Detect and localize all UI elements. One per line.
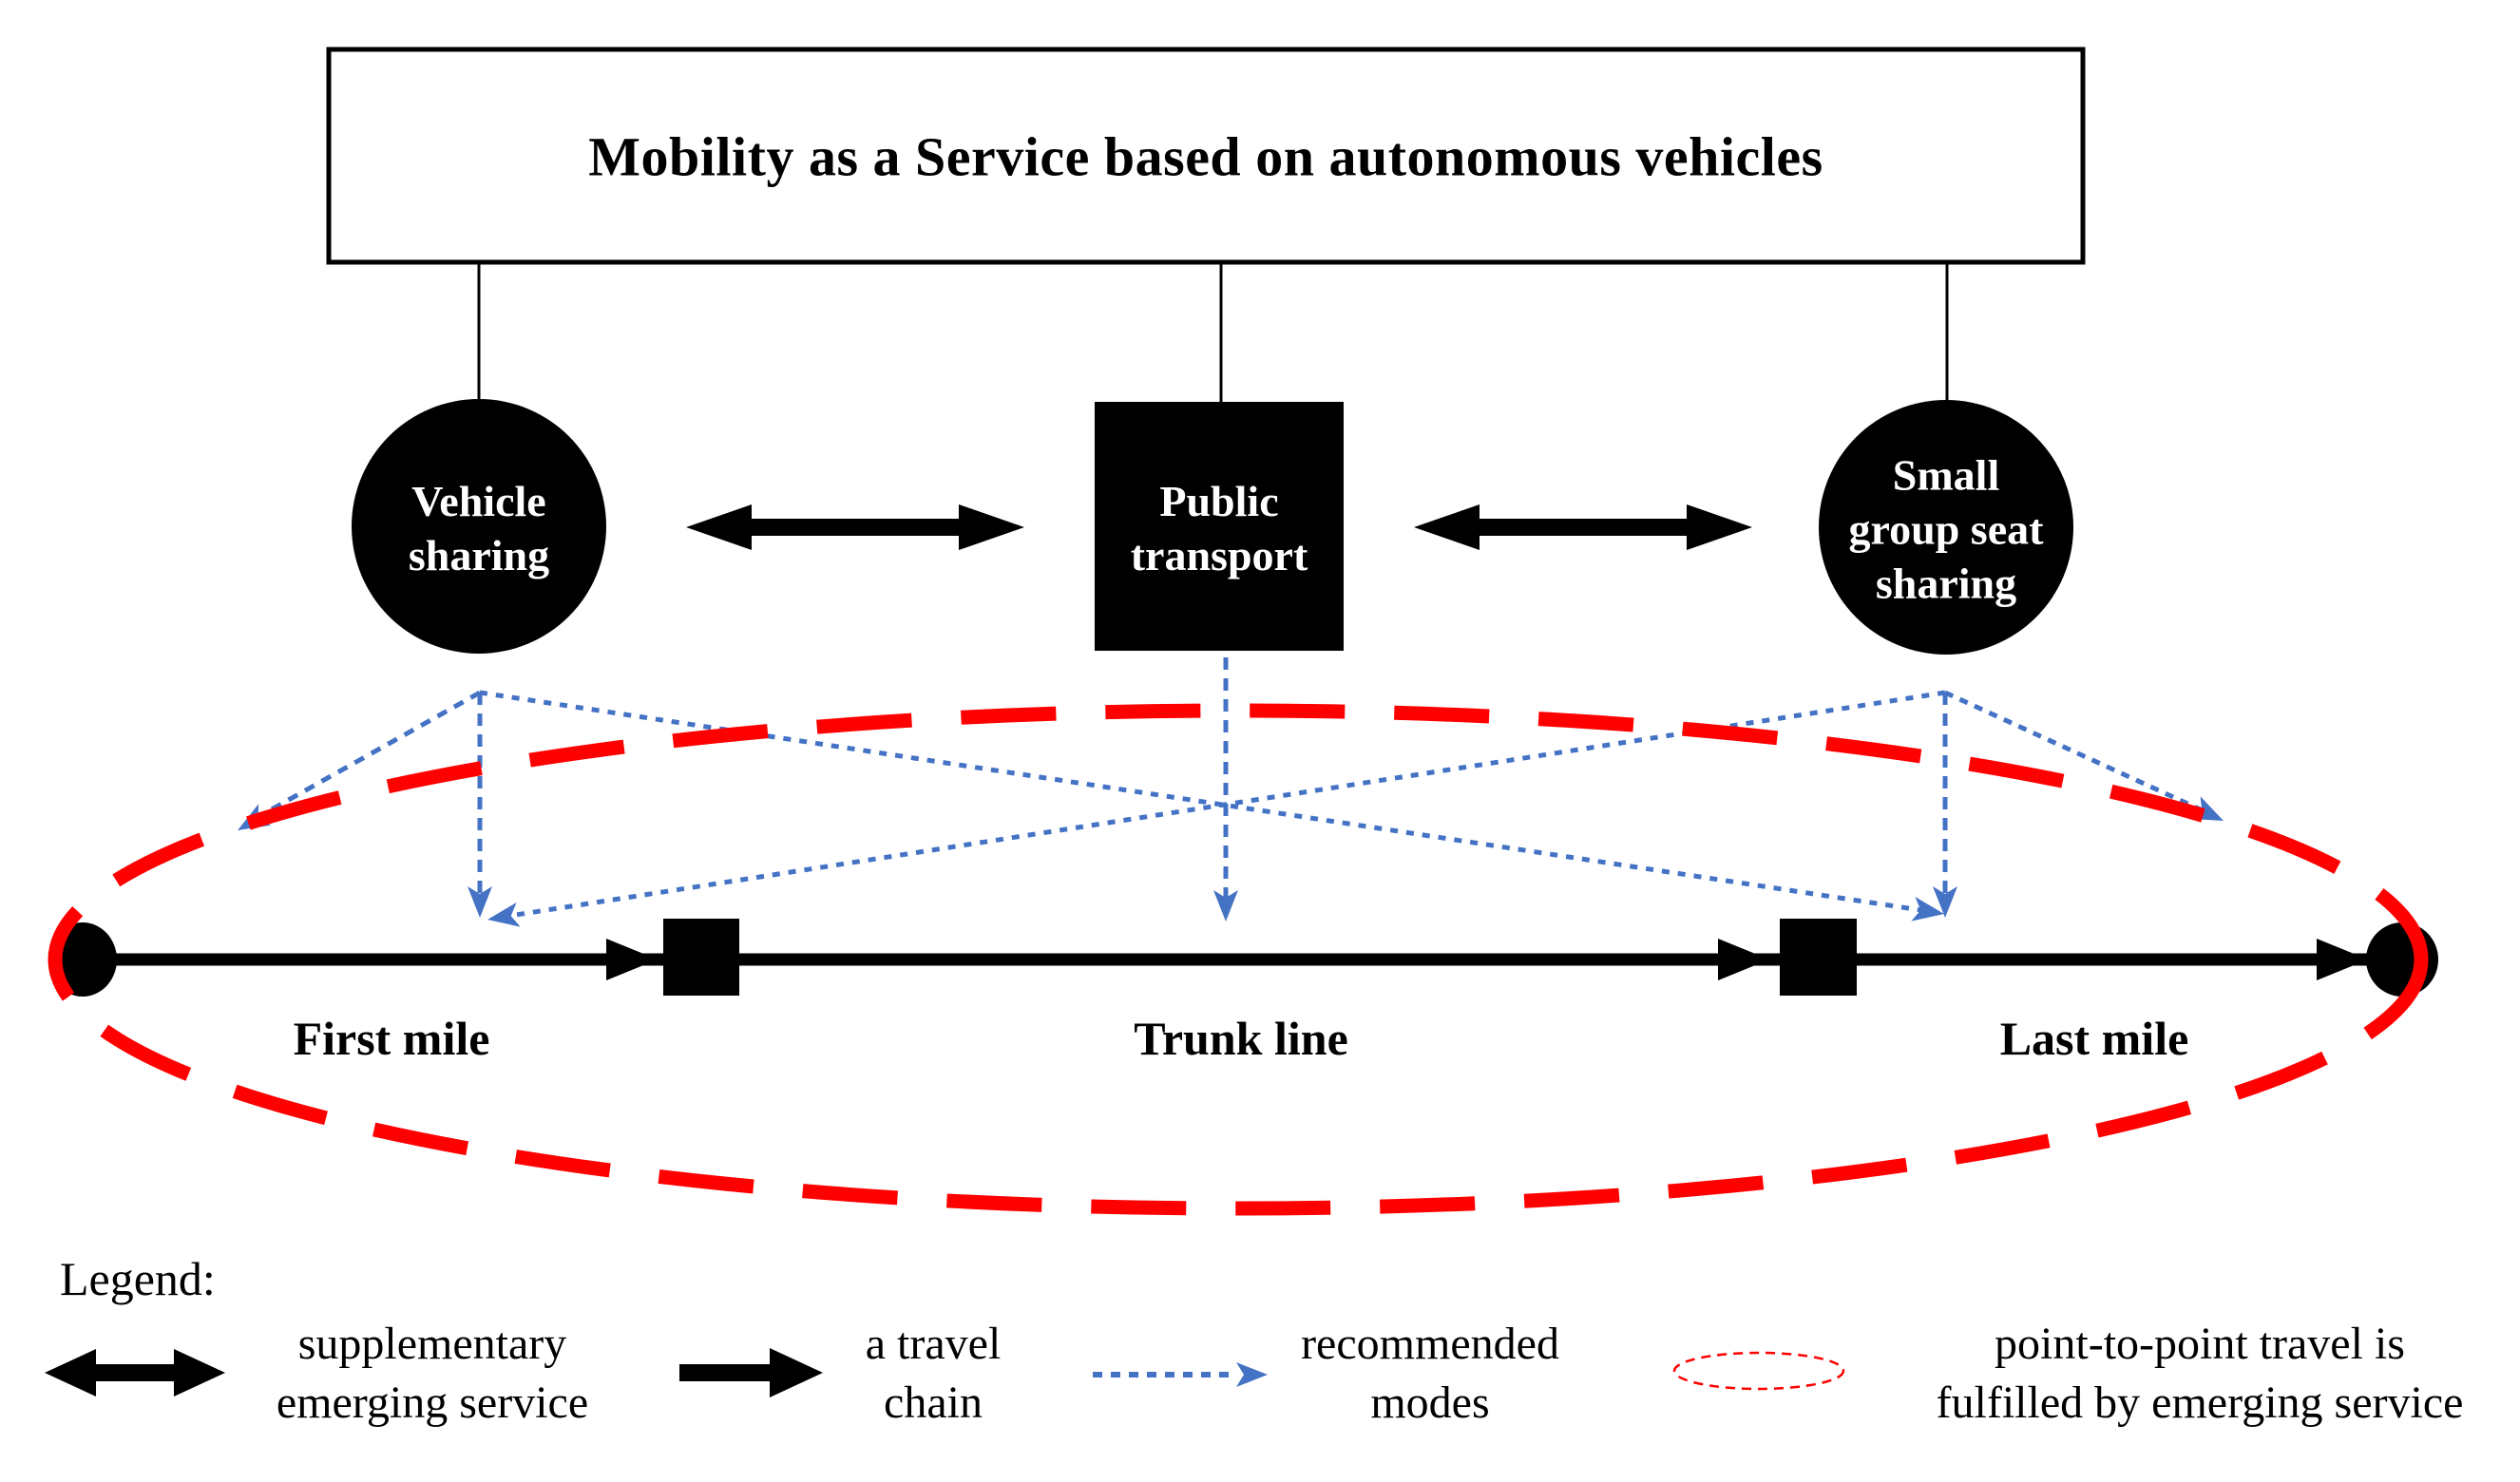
figure-title: Mobility as a Service based on autonomou… [588, 125, 1823, 188]
legend-label-recommended-modes: recommended modes [1301, 1315, 1559, 1433]
double-arrow-left [686, 504, 1024, 550]
legend-icons [45, 1348, 1845, 1397]
arrowhead-smallgroup-down [1933, 886, 1957, 918]
small-group-label-line2: group seat [1848, 504, 2044, 554]
arrowhead-vehicle-down [468, 886, 492, 918]
legend-label-supplementary-line2: emerging service [276, 1378, 589, 1428]
travel-chain-arrowhead-3 [2317, 939, 2368, 980]
legend-label-travel-chain: a travel chain [866, 1315, 1002, 1433]
node-connectors [477, 264, 1949, 403]
travel-chain-stop-square-2 [1780, 919, 1857, 996]
trunk-line-label: Trunk line [1134, 1012, 1348, 1065]
legend-label-point-to-point: point-to-point travel is fulfilled by em… [1937, 1315, 2464, 1433]
vehicle-sharing-node [352, 399, 606, 654]
vehicle-sharing-label-line2: sharing [408, 531, 550, 580]
small-group-label-line3: sharing [1875, 559, 2017, 608]
vehicle-sharing-label-line1: Vehicle [411, 477, 546, 525]
small-group-seat-sharing-node [1819, 400, 2073, 655]
title-box [326, 47, 2086, 265]
legend-label-point-to-point-line2: fulfilled by emerging service [1936, 1378, 2464, 1428]
legend-label-supplementary-line1: supplementary [297, 1319, 567, 1369]
legend-label-supplementary: supplementary emerging service [277, 1315, 588, 1433]
last-mile-label: Last mile [1999, 1012, 2189, 1065]
arrowhead-smallgroup-to-firstmile [487, 902, 521, 927]
travel-chain-stop-square-1 [663, 919, 739, 996]
double-arrow-right [1414, 504, 1752, 550]
small-group-label-line1: Small [1892, 450, 2000, 500]
legend-label-travel-chain-line1: a travel [865, 1319, 1002, 1369]
recommended-line-smallgroup-to-ellipse [1943, 690, 2208, 815]
recommended-mode-arrowheads [238, 796, 2224, 927]
first-mile-label: First mile [293, 1012, 490, 1065]
arrowhead-vehicle-to-lastmile [1911, 896, 1944, 922]
recommended-mode-lines [253, 657, 2208, 920]
legend-point-to-point-ellipse-icon [1672, 1351, 1845, 1391]
small-group-seat-sharing-label: Small group seat sharing [1849, 448, 2044, 611]
travel-chain-arrowhead-1 [606, 939, 658, 980]
supplementary-arrows [686, 504, 1752, 550]
public-transport-label-line2: transport [1130, 531, 1308, 580]
recommended-line-vehicle-to-ellipse [253, 690, 482, 822]
legend-double-arrow-icon [45, 1349, 225, 1396]
legend-heading: Legend: [60, 1252, 216, 1305]
travel-chain [48, 919, 2438, 997]
vehicle-sharing-label: Vehicle sharing [409, 474, 549, 582]
legend-label-recommended-modes-line2: modes [1370, 1378, 1490, 1428]
legend-label-recommended-modes-line1: recommended [1301, 1319, 1559, 1369]
legend-label-travel-chain-line2: chain [884, 1378, 983, 1428]
public-transport-label-line1: Public [1159, 477, 1279, 525]
legend-label-point-to-point-line1: point-to-point travel is [1995, 1319, 2405, 1369]
point-to-point-ellipse [48, 703, 2429, 1216]
public-transport-node [1095, 402, 1344, 651]
arrowhead-public-down [1213, 890, 1238, 922]
public-transport-label: Public transport [1131, 474, 1308, 582]
legend-recommended-modes-arrow-icon [1093, 1362, 1268, 1387]
legend-travel-chain-arrow-icon [679, 1348, 823, 1397]
travel-chain-arrowhead-2 [1718, 939, 1769, 980]
